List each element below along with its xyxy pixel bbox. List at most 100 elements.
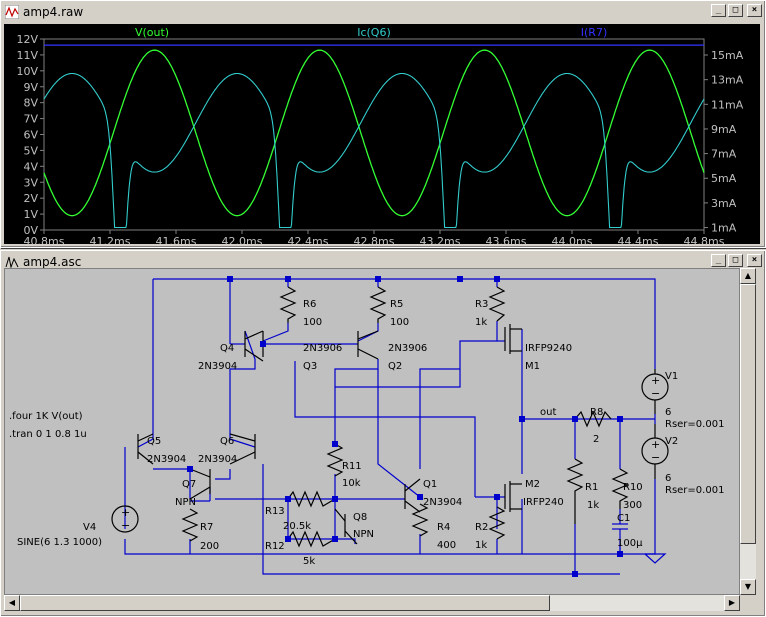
x-tick-label: 44.8ms — [684, 235, 725, 244]
schematic-window-title: amp4.asc — [23, 255, 82, 269]
x-tick-label: 43.2ms — [420, 235, 461, 244]
r13-value: 20.5k — [283, 521, 311, 532]
q1-symbol — [404, 478, 421, 513]
q6-symbol — [229, 433, 256, 465]
r6-ref: R6 — [303, 299, 316, 310]
m2-value: IRFP240 — [523, 497, 564, 508]
r11-symbol — [326, 443, 344, 477]
schematic-app-icon — [5, 256, 19, 269]
source-symbols — [111, 369, 669, 533]
left-tick-label: 7V — [23, 113, 38, 126]
schematic-close-button[interactable]: × — [747, 254, 762, 267]
q2-symbol — [357, 330, 379, 360]
left-tick-label: 10V — [16, 65, 38, 78]
schematic-minimize-button[interactable]: _ — [711, 254, 726, 267]
svg-text:−: − — [651, 451, 660, 464]
x-tick-label: 44.4ms — [618, 235, 659, 244]
minimize-button[interactable]: _ — [711, 4, 726, 17]
r7-symbol — [181, 508, 199, 542]
legend-label: I(R7) — [581, 26, 607, 39]
v4-ref: V4 — [83, 522, 96, 533]
scroll-down-button[interactable]: ▼ — [740, 579, 756, 595]
svg-text:+: + — [121, 506, 130, 519]
r7-value: 200 — [200, 541, 219, 552]
right-tick-label: 1mA — [711, 222, 737, 235]
vertical-scrollbar[interactable]: ▲ ▼ — [740, 268, 756, 595]
left-tick-label: 3V — [23, 176, 38, 189]
r8-ref: R8 — [590, 407, 603, 418]
scroll-left-button[interactable]: ◀ — [4, 595, 20, 611]
r6-value: 100 — [303, 317, 322, 328]
q6-ref: Q6 — [220, 436, 234, 447]
q1-ref: Q1 — [423, 479, 437, 490]
left-tick-label: 5V — [23, 144, 38, 157]
schematic-drawing[interactable]: +− +− +− R6 100 R5 100 R3 1k Q4 2 — [5, 269, 741, 596]
r10-value: 300 — [623, 500, 642, 511]
component-labels: R6 100 R5 100 R3 1k Q4 2N3904 2N3906 Q3 … — [9, 299, 724, 567]
waveform-titlebar[interactable]: amp4.raw — [3, 3, 763, 21]
plot-frame — [43, 38, 705, 231]
schematic-canvas[interactable]: +− +− +− R6 100 R5 100 R3 1k Q4 2 — [4, 268, 740, 595]
m1-ref: M1 — [525, 361, 540, 372]
q1-value: 2N3904 — [423, 497, 462, 508]
q4-symbol — [244, 330, 264, 362]
r13-ref: R13 — [265, 506, 285, 517]
legend-label: V(out) — [135, 26, 169, 39]
r11-ref: R11 — [342, 461, 362, 472]
q8-ref: Q8 — [353, 512, 367, 523]
q5-value: 2N3904 — [147, 454, 186, 465]
q7-symbol — [189, 468, 211, 500]
left-tick-label: 9V — [23, 81, 38, 94]
r8-value: 2 — [593, 434, 599, 445]
close-button[interactable]: × — [747, 4, 762, 17]
left-tick-label: 0V — [23, 224, 38, 237]
resize-corner[interactable] — [740, 595, 756, 611]
left-tick-label: 4V — [23, 160, 38, 173]
r3-symbol — [488, 286, 506, 322]
r3-value: 1k — [475, 317, 487, 328]
q7-ref: Q7 — [182, 479, 196, 490]
source-polarity: +− +− +− — [121, 374, 660, 532]
r13-symbol — [287, 490, 336, 508]
r10-symbol — [611, 468, 629, 509]
v2-ref: V2 — [665, 436, 678, 447]
r11-value: 10k — [342, 478, 361, 489]
r7-ref: R7 — [200, 522, 213, 533]
r4-ref: R4 — [437, 522, 450, 533]
scroll-right-button[interactable]: ▶ — [724, 595, 740, 611]
r12-symbol — [287, 530, 336, 548]
c1-value: 100µ — [617, 538, 643, 549]
x-tick-label: 42.8ms — [354, 235, 395, 244]
r10-ref: R10 — [623, 482, 643, 493]
r1-ref: R1 — [585, 482, 598, 493]
schematic-titlebar[interactable]: amp4.asc — [3, 253, 763, 271]
schematic-maximize-button[interactable]: □ — [728, 254, 743, 267]
r1-symbol — [566, 458, 584, 524]
r5-value: 100 — [390, 317, 409, 328]
net-label-out: out — [540, 407, 556, 418]
r4-value: 400 — [437, 540, 456, 551]
q2-value: 2N3906 — [388, 343, 427, 354]
scroll-up-button[interactable]: ▲ — [740, 268, 756, 284]
horizontal-scroll-thumb[interactable] — [20, 595, 550, 611]
waveform-chart[interactable]: V(out)Ic(Q6)I(R7) 0V1V2V3V4V5V6V7V8V9V10… — [4, 24, 760, 248]
waveform-window-title: amp4.raw — [23, 5, 84, 19]
maximize-button[interactable]: □ — [728, 4, 743, 17]
right-tick-label: 7mA — [711, 148, 737, 161]
left-tick-label: 11V — [16, 49, 38, 62]
r8-symbol — [574, 410, 612, 428]
x-tick-label: 41.2ms — [90, 235, 131, 244]
m2-symbol — [504, 481, 522, 512]
right-tick-label: 9mA — [711, 123, 737, 136]
directive-four: .four 1K V(out) — [9, 411, 83, 422]
x-tick-label: 41.6ms — [156, 235, 197, 244]
horizontal-scrollbar[interactable]: ◀ ▶ — [4, 595, 740, 611]
right-tick-label: 15mA — [711, 49, 744, 62]
r5-symbol — [369, 286, 387, 323]
vertical-scroll-thumb[interactable] — [740, 284, 756, 544]
left-tick-label: 12V — [16, 33, 38, 46]
q4-value: 2N3904 — [198, 361, 237, 372]
v2-value: 6 — [665, 473, 671, 484]
legend-label: Ic(Q6) — [357, 26, 391, 39]
